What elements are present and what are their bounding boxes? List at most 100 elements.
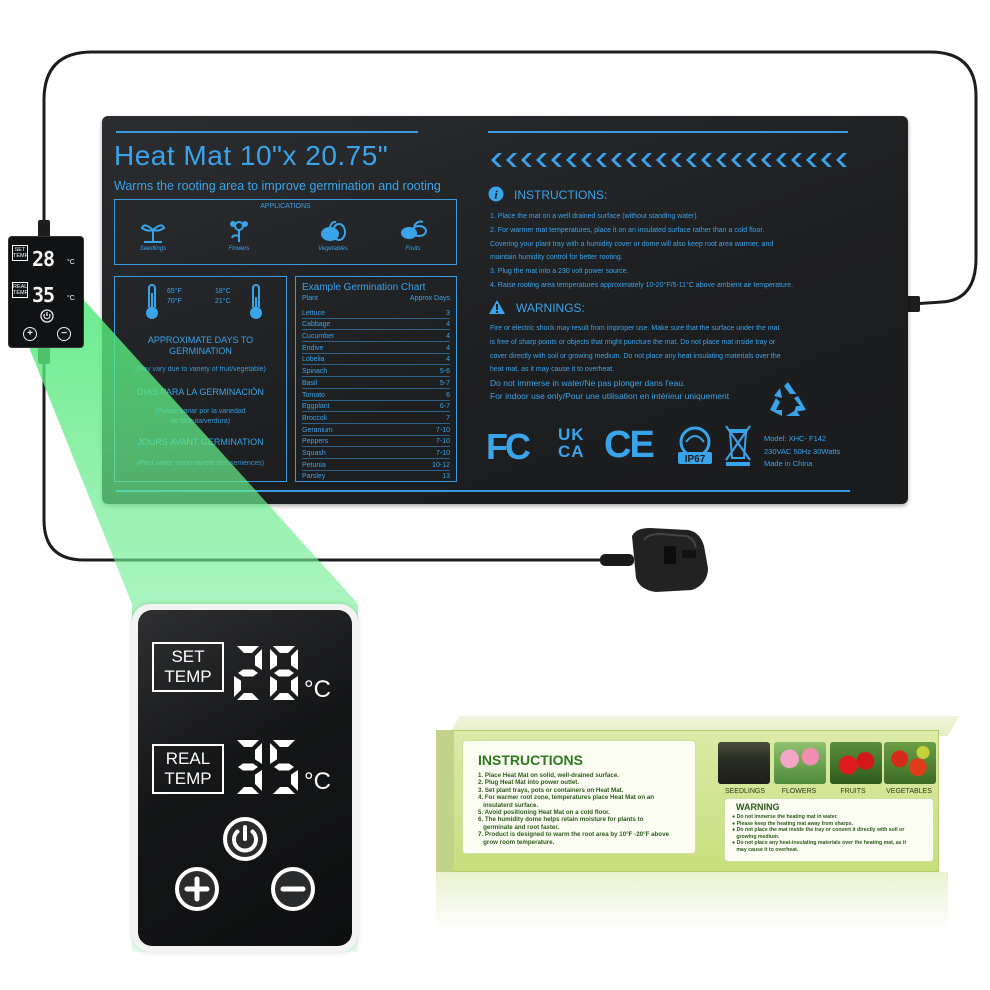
germ-heading-en-2: GERMINATION <box>169 346 232 356</box>
app-fruits: Fruits <box>383 218 443 252</box>
real-temp-unit: °C <box>304 768 331 795</box>
chart-days: 4 <box>446 356 450 364</box>
digit-segment <box>270 743 277 764</box>
chart-days: 7-10 <box>435 426 450 434</box>
box-instruction-line: 6. The humidity dome helps retain moistu… <box>478 816 644 824</box>
temp-high-f: 70°F <box>167 298 182 305</box>
germ-heading-es: DIAS PARA LA GERMINACIÓN <box>137 387 264 397</box>
chevron-icon <box>656 153 667 167</box>
app-seedlings: Seedlings <box>123 218 183 252</box>
chevron-icon <box>521 153 532 167</box>
svg-text:i: i <box>494 188 498 202</box>
set-word: SET <box>171 647 205 666</box>
warning-line: Fire or electric shock may result from i… <box>490 325 780 332</box>
inline-controller: SET TEMP 28 °C REAL TEMP 35 °C + − <box>8 236 84 348</box>
chart-days: 4 <box>446 344 450 352</box>
power-button[interactable] <box>222 816 268 862</box>
chevron-icon <box>761 153 772 167</box>
digit-segment <box>255 743 262 764</box>
chart-header-plant: Plant <box>302 295 318 302</box>
thermometer-icon <box>250 284 262 319</box>
chevron-icon <box>491 153 502 167</box>
temp-word: TEMP <box>164 769 212 788</box>
box-instruction-line: grow room temperature. <box>478 838 555 846</box>
digit-segment <box>273 740 295 747</box>
box-side <box>436 730 454 872</box>
flower-icon <box>230 221 248 242</box>
digit-segment <box>234 676 241 697</box>
box-warning-line: ● Do not place the mat inside the tray o… <box>732 827 905 833</box>
photo-label-seedlings: SEEDLINGS <box>724 788 766 795</box>
temps-fahrenheit: 65°F 70°F <box>167 287 182 307</box>
plus-button-small[interactable]: + <box>23 327 37 341</box>
set-temp-display-small: 28 <box>32 247 55 271</box>
instructions-heading: i INSTRUCTIONS: <box>488 186 607 202</box>
chart-days: 5-7 <box>439 379 450 387</box>
real-word: REAL <box>165 749 211 768</box>
chart-days: 3 <box>446 309 450 317</box>
chevron-icon <box>746 153 757 167</box>
box-instruction-line: 5. Avoid positioning Heat Mat on a cold … <box>478 809 610 817</box>
chart-plant: Geranium <box>302 426 333 434</box>
box-reflection <box>436 872 948 932</box>
minus-button[interactable] <box>270 866 316 912</box>
digit-segment <box>291 770 298 791</box>
mat-subtitle: Warms the rooting area to improve germin… <box>114 179 441 193</box>
chart-days: 13 <box>442 473 450 481</box>
notice-indoor: For indoor use only/Pour une utilisation… <box>490 391 730 401</box>
plus-button[interactable] <box>174 866 220 912</box>
digit-segment <box>255 770 262 791</box>
digit-segment <box>270 649 277 670</box>
minus-button-small[interactable]: − <box>57 327 71 341</box>
thermometer-icon <box>146 284 158 319</box>
bottom-rule <box>116 490 850 492</box>
chart-plant: Cabbage <box>302 321 331 329</box>
box-warning-title: WARNING <box>736 802 780 812</box>
box-warning-line: growing medium. <box>732 833 780 840</box>
power-button-small[interactable] <box>40 309 54 323</box>
digit-segment <box>274 669 294 677</box>
chevron-icon <box>731 153 742 167</box>
chart-plant: Lettuce <box>302 309 325 317</box>
chevron-icon <box>791 153 802 167</box>
temp-high-c: 21°C <box>215 298 231 305</box>
box-warning-card <box>724 798 934 862</box>
temp-low-c: 18°C <box>215 288 231 295</box>
warning-line: heat mat, as it may cause it to overheat… <box>490 366 615 374</box>
chevron-icon <box>821 153 832 167</box>
applications-box: APPLICATIONS Seedlings Flowers <box>114 199 457 265</box>
instructions-heading-text: INSTRUCTIONS: <box>514 188 608 202</box>
top-left-rule <box>116 131 418 133</box>
digit-segment <box>238 669 258 677</box>
chart-header: Plant Approx Days <box>302 295 450 302</box>
set-temp-label-small: SET TEMP <box>12 245 28 261</box>
warnings-heading-text: WARNINGS: <box>516 301 585 315</box>
chevron-icon <box>641 153 652 167</box>
chart-plant: Squash <box>302 449 326 457</box>
chart-days: 5-6 <box>439 368 450 376</box>
photo-label-flowers: FLOWERS <box>781 788 817 795</box>
photo-label-vegetables: VEGETABLES <box>886 788 932 795</box>
digit-segment <box>237 740 259 747</box>
temp-low-f: 65°F <box>167 288 182 295</box>
chart-plant: Lobelia <box>302 356 325 364</box>
chevron-icon <box>551 153 562 167</box>
ip67-badge-icon: IP67 <box>678 426 712 465</box>
box-instruction-line: 7. Product is designed to warm the root … <box>478 831 669 839</box>
vegetables-photo <box>884 742 936 784</box>
temp-word: TEMP <box>164 667 212 686</box>
chart-header-days: Approx Days <box>409 295 450 302</box>
digit-segment <box>255 649 262 670</box>
box-instruction-line: 2. Plug Heat Mat into power outlet. <box>478 779 580 787</box>
digit-segment <box>270 676 277 697</box>
app-vegetables: Vegetables <box>303 218 363 252</box>
ukca-bottom: CA <box>558 442 585 461</box>
instruction-line: 1. Place the mat on a well drained surfa… <box>490 213 699 220</box>
